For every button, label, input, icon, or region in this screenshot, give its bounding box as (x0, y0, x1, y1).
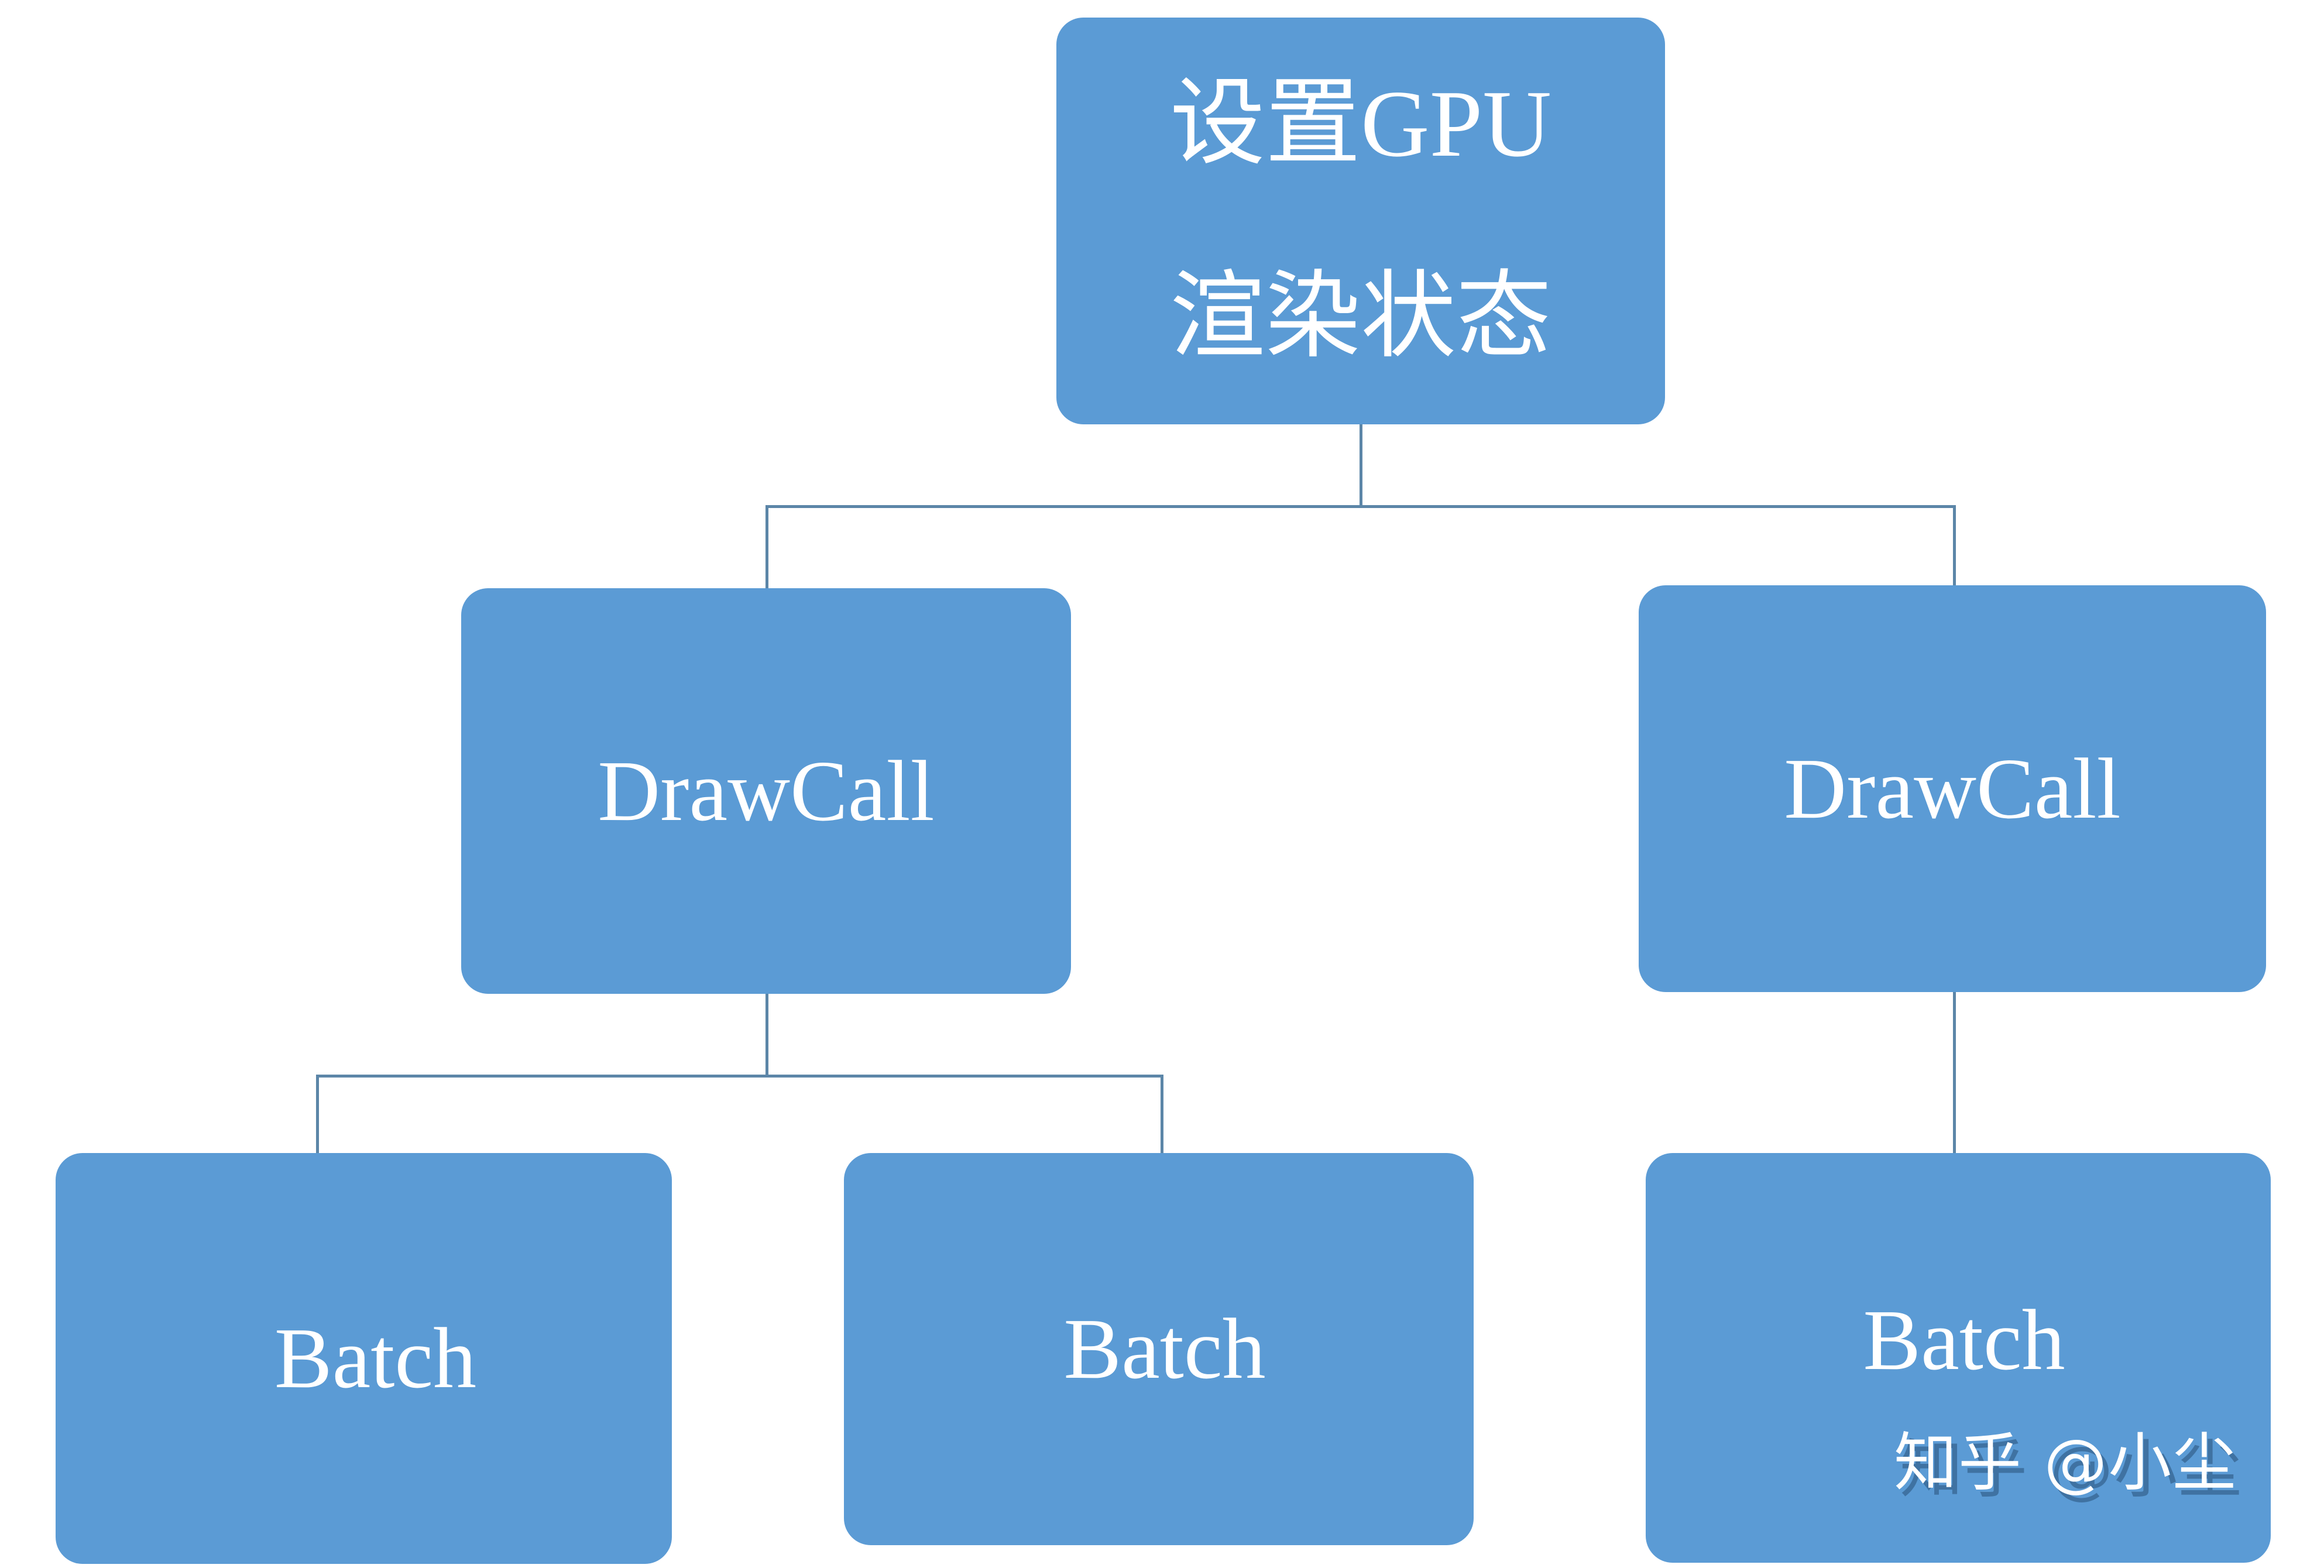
connector-drawcall-left-to-batch-1 (316, 1075, 319, 1154)
connector-level2-horizontal-bar (316, 1075, 1163, 1078)
node-set-gpu-render-state[interactable]: 设置GPU 渲染状态 (1056, 18, 1665, 424)
connector-root-to-drawcall-left (765, 505, 768, 589)
node-drawcall-right[interactable]: DrawCall (1639, 585, 2266, 992)
connector-drawcall-right-to-batch-3 (1953, 992, 1956, 1154)
node-batch-2[interactable]: Batch (844, 1153, 1474, 1545)
connector-root-stem (1360, 424, 1362, 507)
node-drawcall-left[interactable]: DrawCall (461, 588, 1071, 994)
connector-drawcall-left-stem (765, 994, 768, 1077)
connector-root-to-drawcall-right (1953, 505, 1956, 589)
connector-level1-horizontal-bar (765, 505, 1956, 508)
connector-drawcall-left-to-batch-2 (1161, 1075, 1163, 1154)
node-batch-1[interactable]: Batch (56, 1153, 672, 1564)
node-batch-3[interactable]: Batch (1646, 1153, 2271, 1563)
zhihu-watermark: 知乎 @小尘 (1894, 1426, 2237, 1500)
